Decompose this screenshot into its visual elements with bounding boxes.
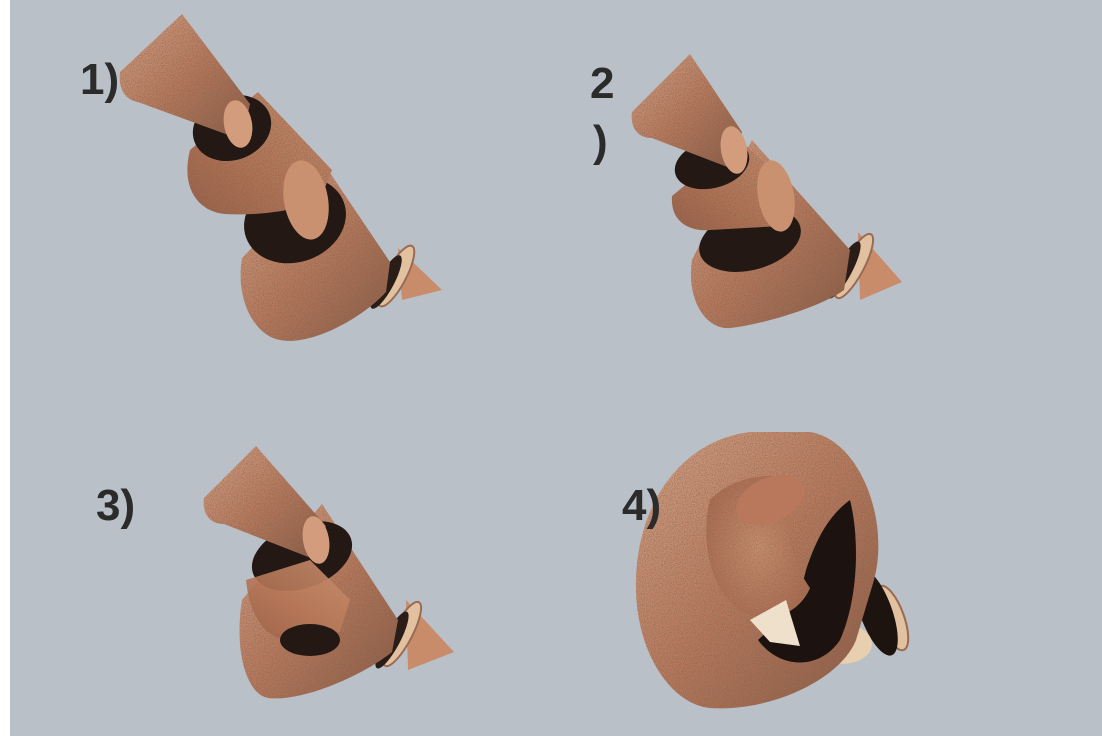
cone-assembly-3 (204, 446, 454, 698)
panel-label-1: 1) (80, 58, 119, 102)
cone-assembly-2 (632, 54, 902, 328)
panel-label-2-number: 2 (590, 62, 614, 106)
cone-assembly-1 (120, 14, 442, 341)
cone-illustration (10, 0, 1102, 736)
panel-label-3: 3) (96, 484, 135, 528)
panel-label-2-paren: ) (593, 120, 608, 164)
panel-label-4: 4) (622, 484, 661, 528)
image-frame: 1) 2 ) 3) 4) (10, 0, 1102, 736)
cone-assembly-4 (636, 432, 915, 708)
